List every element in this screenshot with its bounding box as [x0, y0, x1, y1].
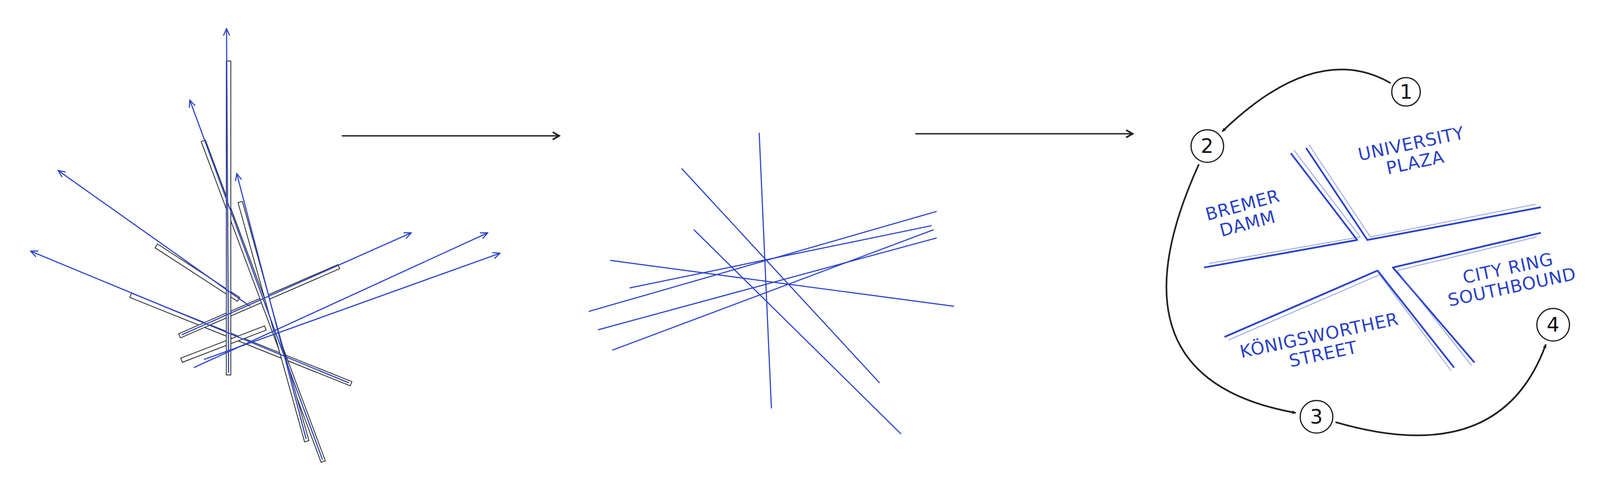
- stick-box: [158, 247, 238, 299]
- projected-line: [759, 132, 772, 409]
- stick-box: [183, 328, 264, 360]
- callout-number: 4: [1546, 313, 1560, 336]
- callout-circle: 1: [1390, 76, 1422, 108]
- vector-arrow: [30, 251, 349, 383]
- circle-outline: [1300, 400, 1333, 433]
- street-label: CITY RING SOUTHBOUND: [1438, 244, 1582, 311]
- step-arrow: [341, 135, 560, 137]
- step-arrow: [915, 133, 1133, 135]
- circle-outline: [1190, 129, 1224, 163]
- callout-circle: 3: [1299, 399, 1334, 435]
- callout-circle: 4: [1535, 307, 1571, 343]
- callout-circle: 2: [1190, 128, 1225, 164]
- stick-box: [158, 247, 238, 299]
- sequence-arrow: [1222, 69, 1390, 132]
- street-label: KÖNIGSWORTHER STREET: [1238, 309, 1405, 381]
- stick-box: [240, 204, 307, 440]
- callout-number: 3: [1310, 405, 1323, 428]
- street-label: UNIVERSITY PLAZA: [1356, 123, 1470, 184]
- callout-number: 2: [1200, 135, 1214, 158]
- projected-line: [693, 230, 901, 435]
- stick-box: [240, 204, 307, 440]
- vector-arrow: [204, 253, 500, 360]
- callout-number: 1: [1399, 80, 1413, 103]
- sequence-arrow: [1166, 165, 1295, 413]
- circle-outline: [1391, 77, 1420, 106]
- vector-arrow: [190, 100, 323, 460]
- projected-line: [612, 230, 934, 351]
- vector-arrow: [236, 173, 307, 440]
- projected-line: [610, 260, 954, 307]
- vector-arrow: [58, 170, 250, 307]
- stick-box: [183, 328, 264, 360]
- circle-outline: [1536, 308, 1570, 341]
- sequence-arrow: [1336, 345, 1546, 436]
- projected-line: [588, 211, 937, 312]
- street-label: BREMER DAMM: [1203, 186, 1287, 243]
- projected-line: [629, 225, 932, 289]
